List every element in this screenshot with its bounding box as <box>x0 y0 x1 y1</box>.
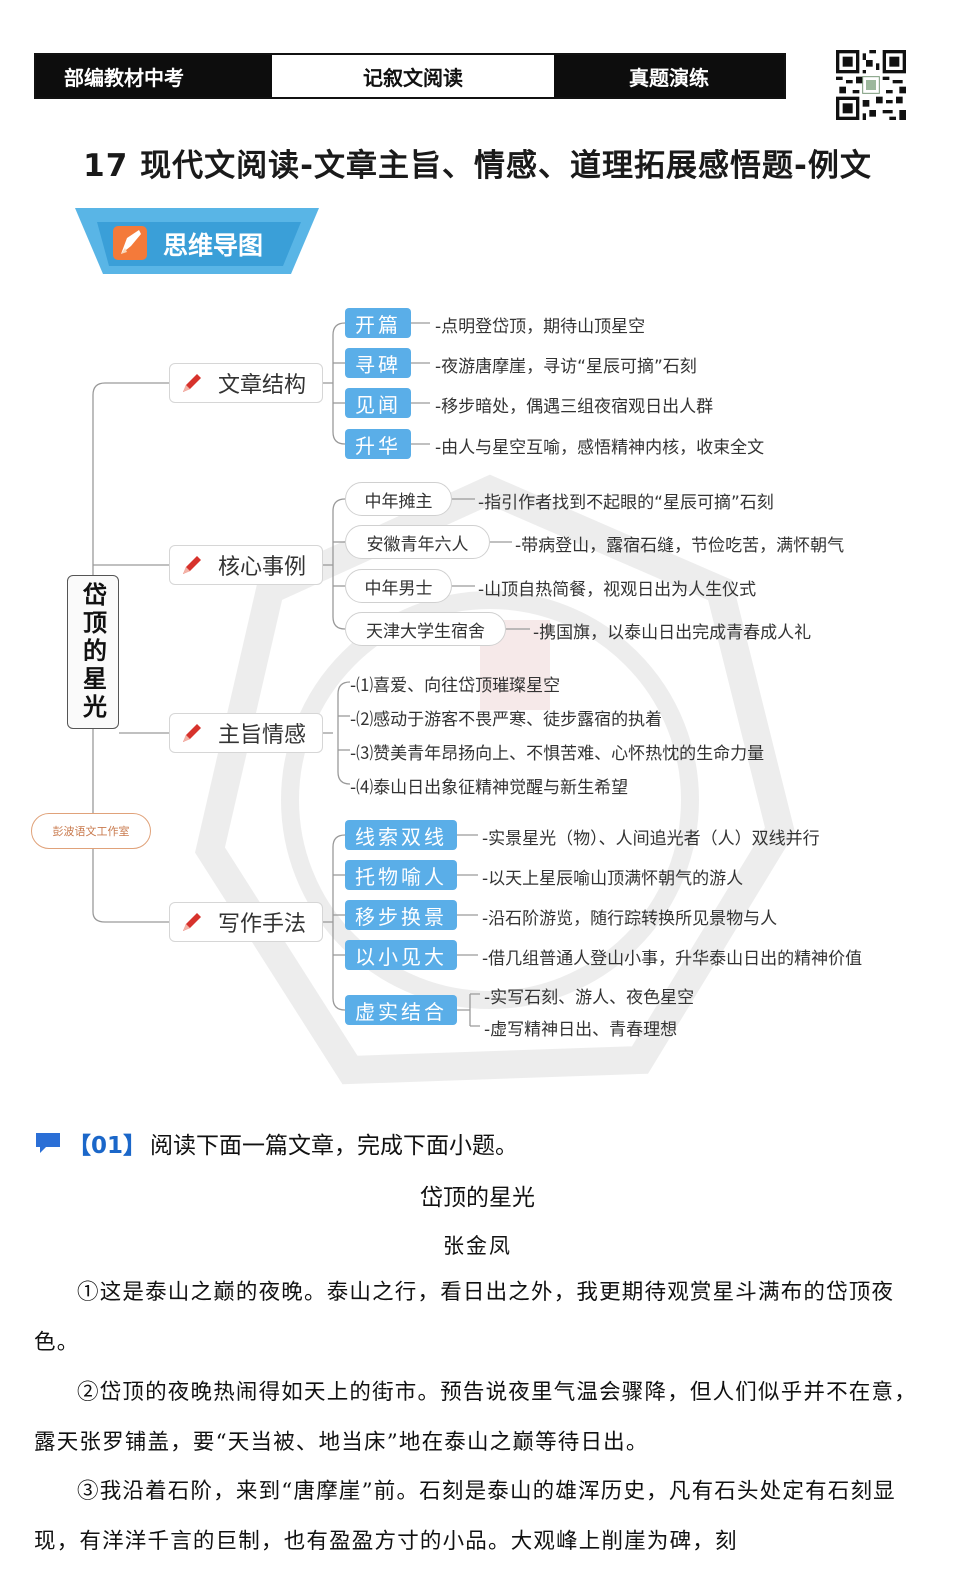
paragraph: ③我沿着石阶，来到“唐摩崖”前。石刻是泰山的雄浑历史，凡有石头处定有石刻显现，有… <box>34 1479 896 1554</box>
technique-tag: 虚实结合 <box>345 995 457 1025</box>
mindmap-badge-label: 思维导图 <box>163 231 264 260</box>
section-instruction: 阅读下面一篇文章，完成下面小题。 <box>150 1133 519 1159</box>
mindmap-badge <box>75 208 319 274</box>
article-author: 张金凤 <box>443 1234 512 1258</box>
studio-stamp: 彭波语文工作室 <box>31 813 151 849</box>
theme-item: -⑴喜爱、向往岱顶璀璨星空 <box>350 676 561 696</box>
category-label: 写作手法 <box>218 912 307 937</box>
qr-code-icon <box>836 50 906 120</box>
theme-item: -⑵感动于游客不畏严寒、徒步露宿的执着 <box>350 710 663 730</box>
category-cases: 核心事例 <box>169 545 323 585</box>
pencil-icon <box>183 374 201 392</box>
technique-text: -沿石阶游览，随行踪转换所见景物与人 <box>482 909 778 929</box>
theme-item: -⑶赞美青年昂扬向上、不惧苦难、心怀热忱的生命力量 <box>350 744 765 764</box>
structure-text: -点明登岱顶，期待山顶星空 <box>435 317 646 337</box>
structure-text: -移步暗处，偶遇三组夜宿观日出人群 <box>435 397 714 417</box>
structure-text: -由人与星空互喻，感悟精神内核，收束全文 <box>435 438 765 458</box>
case-text: -山顶自热简餐，视观日出为人生仪式 <box>478 580 757 600</box>
article-title: 岱顶的星光 <box>420 1185 535 1211</box>
technique-text: -以天上星辰喻山顶满怀朝气的游人 <box>482 869 744 889</box>
case-text: -携国旗，以泰山日出完成青春成人礼 <box>533 623 812 643</box>
theme-item: -⑷泰山日出象征精神觉醒与新生希望 <box>350 778 629 798</box>
pencil-icon <box>183 724 201 742</box>
page-title: 17 现代文阅读-文章主旨、情感、道理拓展感悟题-例文 <box>83 148 872 184</box>
paragraph: ②岱顶的夜晚热闹得如天上的街市。预告说夜里气温会骤降，但人们似乎并不在意，露天张… <box>34 1380 917 1455</box>
category-structure: 文章结构 <box>169 363 323 403</box>
mindmap-root: 岱顶的星光 <box>67 575 119 729</box>
structure-tag: 寻碑 <box>345 348 411 378</box>
header-left: 部编教材中考 <box>36 55 272 97</box>
technique-tag: 以小见大 <box>345 940 457 970</box>
paragraph: ①这是泰山之巅的夜晚。泰山之行，看日出之外，我更期待观赏星斗满布的岱顶夜色。 <box>34 1280 895 1355</box>
technique-text: -实写石刻、游人、夜色星空 <box>484 988 695 1008</box>
structure-tag: 见闻 <box>345 388 411 418</box>
technique-text: -借几组普通人登山小事，升华泰山日出的精神价值 <box>482 949 863 969</box>
case-tag: 安徽青年六人 <box>345 525 490 559</box>
header-right: 真题演练 <box>554 55 784 97</box>
section-number: 【01】 <box>68 1133 147 1159</box>
case-tag: 中年摊主 <box>345 482 452 516</box>
technique-tag: 移步换景 <box>345 900 457 930</box>
technique-text: -虚写精神日出、青春理想 <box>484 1020 678 1040</box>
case-tag: 中年男士 <box>345 569 452 603</box>
structure-tag: 升华 <box>345 429 411 459</box>
header-center: 记叙文阅读 <box>272 55 554 97</box>
technique-tag: 线索双线 <box>345 820 457 850</box>
section-heading: 【01】 阅读下面一篇文章，完成下面小题。 <box>34 1126 518 1160</box>
pencil-icon <box>183 913 201 931</box>
technique-text: -实景星光（物）、人间追光者（人）双线并行 <box>482 829 820 849</box>
header-bar: 部编教材中考 记叙文阅读 真题演练 <box>34 53 786 99</box>
structure-text: -夜游唐摩崖，寻访“星辰可摘”石刻 <box>435 357 697 377</box>
pencil-icon <box>183 556 201 574</box>
case-tag: 天津大学生宿舍 <box>345 612 506 646</box>
category-label: 文章结构 <box>218 373 307 398</box>
case-text: -指引作者找到不起眼的“星辰可摘”石刻 <box>478 493 774 513</box>
case-text: -带病登山，露宿石缝，节俭吃苦，满怀朝气 <box>515 536 845 556</box>
category-technique: 写作手法 <box>169 902 323 942</box>
category-label: 核心事例 <box>218 555 307 580</box>
technique-tag: 托物喻人 <box>345 860 457 890</box>
speech-bubble-icon <box>36 1133 60 1153</box>
category-theme: 主旨情感 <box>169 713 323 753</box>
structure-tag: 开篇 <box>345 308 411 338</box>
category-label: 主旨情感 <box>218 723 307 748</box>
